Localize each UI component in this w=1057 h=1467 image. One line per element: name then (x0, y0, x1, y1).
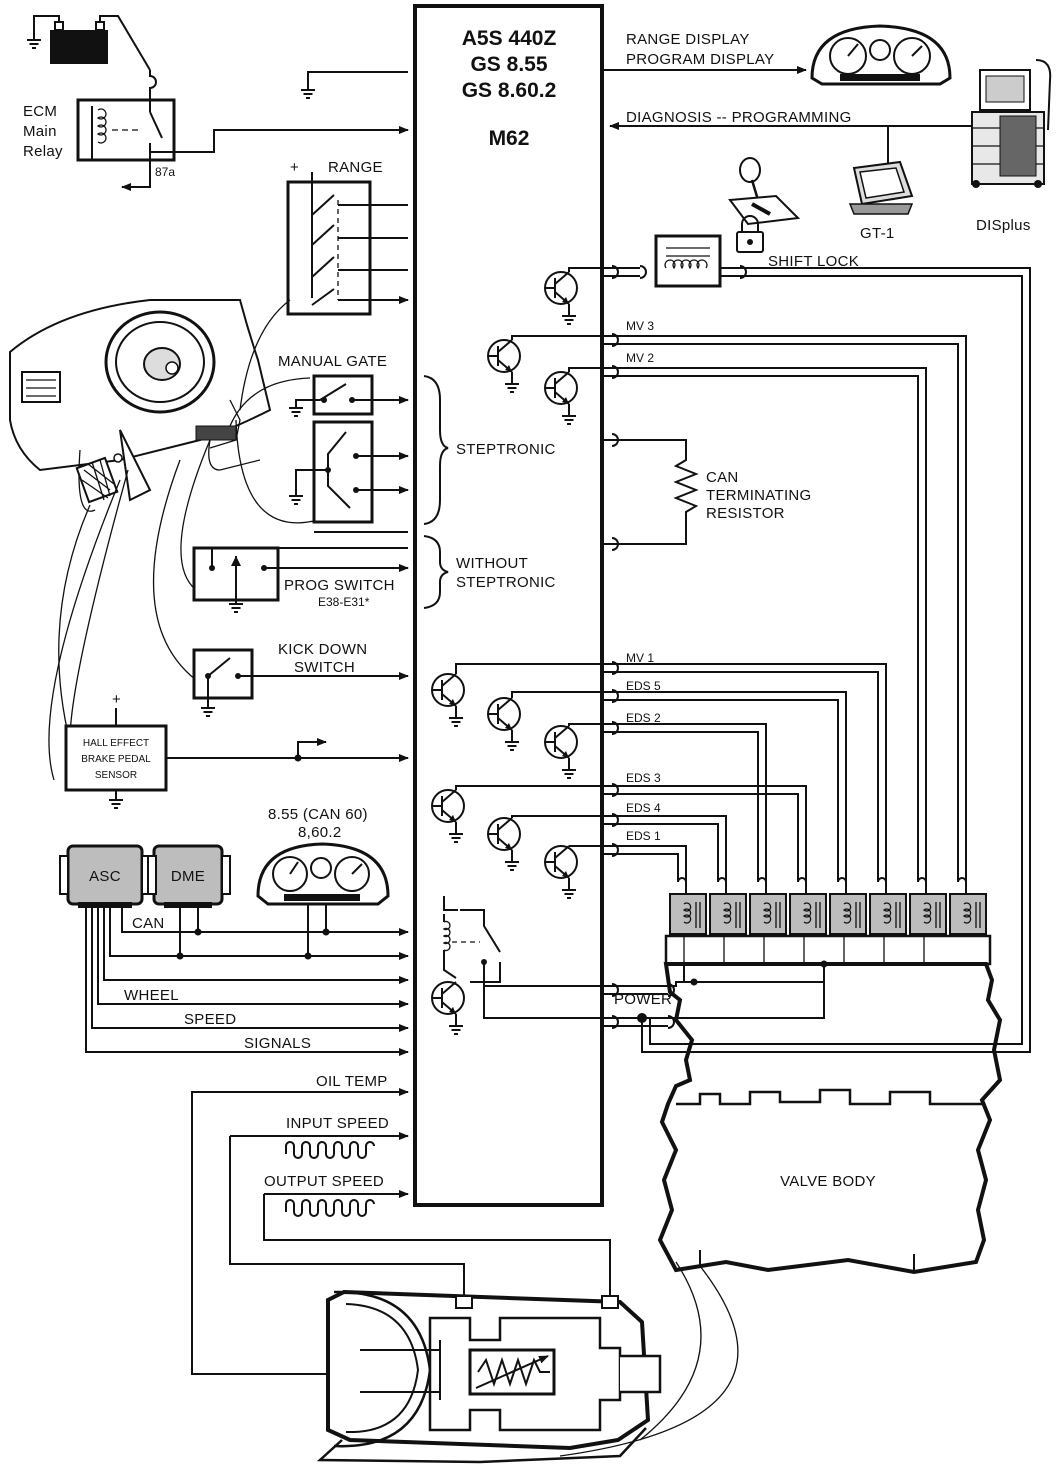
relay-pin-87a: 87a (155, 165, 175, 179)
eds4-driver (488, 813, 727, 882)
eds4-label: EDS 4 (626, 801, 661, 815)
instrument-cluster-bottom (256, 842, 390, 906)
prog-switch-label: PROG SWITCH (284, 577, 395, 594)
dme-module (147, 844, 231, 908)
wheel-label: WHEEL (124, 987, 179, 1004)
steptronic-switch (288, 420, 374, 524)
without-steptronic-label-1: WITHOUT (456, 555, 528, 572)
hall-effect-label-1: HALL EFFECT (83, 738, 149, 749)
asc-module (59, 844, 151, 908)
asc-label: ASC (89, 868, 121, 885)
can-terminating-label-1: CAN (706, 469, 739, 486)
transmission-case-outline (657, 962, 1003, 1275)
can-label: CAN (132, 915, 165, 932)
output-speed-label: OUTPUT SPEED (264, 1173, 384, 1190)
speed-label: SPEED (184, 1011, 236, 1028)
ecu-model-line-3: GS 8.60.2 (462, 79, 557, 102)
mv3-label: MV 3 (626, 319, 654, 333)
prog-switch-model-label: E38-E31* (318, 595, 370, 609)
diagnosis-programming-label: DIAGNOSIS -- PROGRAMMING (626, 109, 852, 126)
ecu-engine-label: M62 (489, 127, 530, 150)
prog-switch (192, 546, 408, 613)
kick-down-label-1: KICK DOWN (278, 641, 367, 658)
kick-down-switch (192, 648, 254, 717)
program-display-label: PROGRAM DISPLAY (626, 51, 774, 68)
plus-sign-range: + (290, 159, 299, 176)
eds1-driver (545, 843, 687, 898)
shift-lock-solenoid (654, 234, 722, 288)
transmission-control-module (413, 4, 604, 1207)
cluster-variant-label-1: 8.55 (CAN 60) (268, 806, 368, 823)
can-terminating-label-2: TERMINATING (706, 487, 812, 504)
gt1-label: GT-1 (860, 225, 895, 242)
battery (26, 15, 151, 71)
power-relay (432, 896, 602, 1034)
range-switch (286, 172, 408, 316)
hall-effect-label-2: BRAKE PEDAL (81, 754, 151, 765)
oil-temp-label: OIL TEMP (316, 1073, 388, 1090)
manual-gate-label: MANUAL GATE (278, 353, 387, 370)
transmission-cutaway (316, 1284, 662, 1464)
ecm-relay-label-1: ECM (23, 103, 57, 120)
eds2-label: EDS 2 (626, 711, 661, 725)
plus-sign-hall: + (112, 691, 121, 708)
input-speed-label: INPUT SPEED (286, 1115, 389, 1132)
range-display-label: RANGE DISPLAY (626, 31, 750, 48)
manual-gate-switch (288, 374, 408, 417)
ecm-relay-label-2: Main (23, 123, 57, 140)
cluster-variant-label-2: 8,60.2 (298, 824, 342, 841)
displus-label: DISplus (976, 217, 1031, 234)
hall-effect-brake-sensor (64, 708, 168, 809)
mv1-label: MV 1 (626, 651, 654, 665)
eds5-label: EDS 5 (626, 679, 661, 693)
signals-label: SIGNALS (244, 1035, 311, 1052)
power-label: POWER (614, 991, 672, 1008)
without-steptronic-label-2: STEPTRONIC (456, 574, 556, 591)
output-speed-waveform (285, 1199, 375, 1217)
eds3-label: EDS 3 (626, 771, 661, 785)
valve-body-label: VALVE BODY (780, 1173, 876, 1190)
eds3-driver (432, 783, 807, 882)
ecm-relay-label-3: Relay (23, 143, 63, 160)
shift-lock-driver (545, 265, 1031, 1053)
can-terminating-label-3: RESISTOR (706, 505, 785, 522)
hall-effect-label-3: SENSOR (95, 770, 137, 781)
eds1-label: EDS 1 (626, 829, 661, 843)
ecm-main-relay (76, 70, 409, 191)
mv2-driver (545, 365, 927, 882)
kick-down-label-2: SWITCH (294, 659, 355, 676)
mv1-driver (432, 661, 887, 882)
dashboard-illustration (9, 299, 272, 512)
input-speed-waveform (285, 1141, 375, 1159)
eds2-driver (545, 721, 767, 882)
mv2-label: MV 2 (626, 351, 654, 365)
lock-icon (736, 215, 764, 253)
mv3-driver (488, 333, 967, 882)
can-terminating-resistor (602, 433, 699, 551)
shift-lever (728, 157, 801, 226)
instrument-cluster-top (810, 24, 952, 86)
range-label: RANGE (328, 159, 383, 176)
solenoid-pack (664, 877, 992, 986)
ecu-model-line-1: A5S 440Z (462, 27, 557, 50)
shift-lock-label: SHIFT LOCK (768, 253, 859, 270)
steptronic-label: STEPTRONIC (456, 441, 556, 458)
ecu-model-line-2: GS 8.55 (470, 53, 547, 76)
eds5-driver (488, 689, 847, 882)
dme-label: DME (171, 868, 205, 885)
gt1-tester (848, 160, 914, 215)
displus-tester (971, 59, 1052, 188)
